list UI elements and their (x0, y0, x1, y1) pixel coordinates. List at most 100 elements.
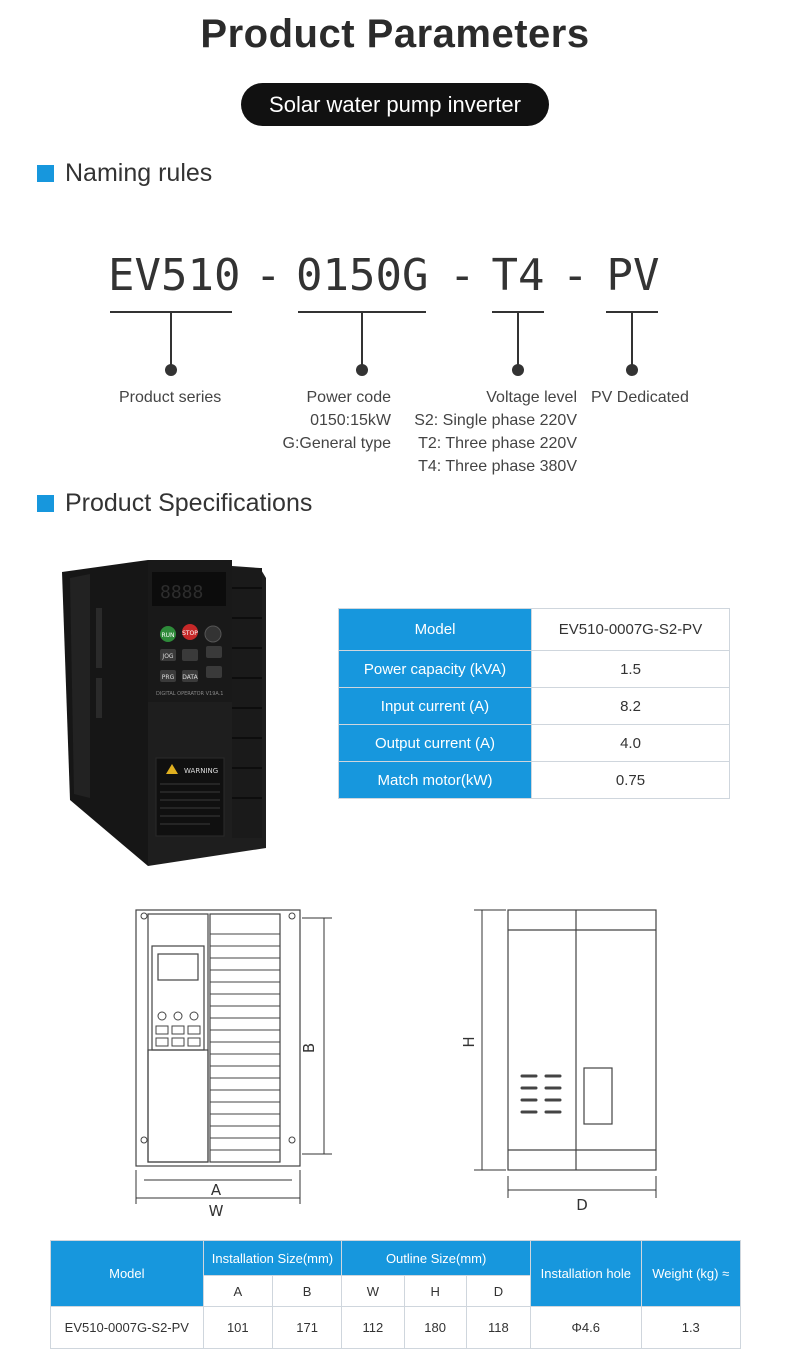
warning-fineprint (160, 783, 220, 825)
voltage-connector (517, 313, 519, 368)
series-connector (170, 313, 172, 368)
series-description: Product series (119, 389, 222, 406)
spec-value: 1.5 (531, 650, 730, 688)
prg-button (160, 670, 176, 682)
code-power: 0150G (296, 250, 429, 301)
code-dash-3: - (562, 250, 589, 301)
product-specifications-label: Product Specifications (65, 488, 313, 517)
warning-text: WARNING (184, 767, 218, 775)
side-dimension-drawing: H D (460, 909, 657, 1214)
model-header: Model (50, 1240, 204, 1307)
row-hole: Φ4.6 (530, 1306, 642, 1349)
sub-header-h: H (403, 1275, 467, 1307)
pv-connector (631, 313, 633, 368)
spec-value: 0.75 (531, 761, 730, 799)
code-voltage: T4 (491, 250, 545, 301)
front-dimension-drawing: B A W (135, 909, 332, 1220)
warning-triangle-icon (166, 764, 178, 774)
spec-value: 4.0 (531, 724, 730, 762)
voltage-line: T2: Three phase 220V (418, 435, 577, 452)
dimension-h-label: H (460, 1036, 478, 1047)
jog-label: JOG (161, 653, 173, 660)
naming-rules-label: Naming rules (65, 158, 213, 187)
voltage-underline (492, 311, 544, 313)
table-row: EV510-0007G-S2-PV 101 171 112 180 118 Φ4… (50, 1306, 742, 1349)
dimension-a-label: A (211, 1181, 222, 1199)
install-size-header: Installation Size(mm) (202, 1240, 343, 1276)
inverter-fin-column (232, 568, 262, 838)
voltage-dot (512, 364, 524, 376)
pv-description: PV Dedicated (591, 389, 689, 406)
series-dot (165, 364, 177, 376)
row-a: 101 (202, 1306, 273, 1349)
power-underline (298, 311, 426, 313)
product-specifications-heading: Product Specifications (37, 488, 312, 518)
side-outline (507, 909, 657, 1171)
data-label: DATA (182, 674, 198, 681)
mount-hole-icon (288, 912, 296, 920)
power-line: G:General type (282, 435, 392, 452)
code-dash-2: - (449, 250, 476, 301)
voltage-line: S2: Single phase 220V (414, 412, 577, 429)
series-underline (110, 311, 232, 313)
inverter-photo: 8888 RUN STOP JOG PRG DATA DIGITAL OPERA… (62, 560, 266, 866)
sub-header-a: A (202, 1275, 273, 1307)
table-header-row: Model Installation Size(mm) Outline Size… (50, 1240, 742, 1307)
code-series: EV510 (108, 250, 241, 301)
prg-label: PRG (162, 674, 175, 681)
led-display (152, 572, 226, 606)
table-row: Power capacity (kVA) 1.5 (338, 650, 730, 688)
side-dimension-lines (474, 909, 657, 1198)
data-button (182, 670, 198, 682)
front-fin-area (209, 913, 281, 1163)
front-outline (135, 909, 301, 1167)
spec-label: Match motor(kW) (338, 761, 532, 799)
page-title: Product Parameters (200, 12, 590, 56)
spec-label: Power capacity (kVA) (338, 650, 532, 688)
voltage-line: T4: Three phase 380V (418, 458, 577, 475)
table-subheader-row: A B W H D (51, 1275, 741, 1307)
section-marker-icon (37, 494, 54, 512)
sub-header-d: D (465, 1275, 532, 1307)
up-button (206, 646, 222, 658)
install-hole-header: Installation hole (530, 1240, 642, 1307)
mount-hole-icon (140, 1136, 148, 1144)
power-dot (356, 364, 368, 376)
row-model: EV510-0007G-S2-PV (50, 1306, 204, 1349)
dial-knob (204, 625, 222, 643)
mount-hole-icon (140, 912, 148, 920)
warning-label (155, 757, 225, 837)
code-pv: PV (606, 250, 660, 301)
power-connector (361, 313, 363, 368)
pv-underline (606, 311, 658, 313)
code-dash-1: - (255, 250, 282, 301)
spec-label: Model (338, 608, 532, 651)
power-description: Power code 0150:15kW G:General type (250, 386, 392, 455)
spec-value: 8.2 (531, 687, 730, 725)
sub-header-b: B (271, 1275, 343, 1307)
table-row: Input current (A) 8.2 (338, 687, 730, 725)
sub-header-w: W (341, 1275, 405, 1307)
spec-table: Model EV510-0007G-S2-PV Power capacity (… (338, 608, 730, 799)
side-vents (520, 1074, 562, 1114)
run-button (160, 626, 176, 642)
spec-label: Input current (A) (338, 687, 532, 725)
row-d: 118 (465, 1306, 532, 1349)
row-weight: 1.3 (640, 1306, 742, 1349)
stop-button (182, 624, 198, 640)
power-line: 0150:15kW (310, 412, 391, 429)
jog-button (160, 649, 176, 661)
inverter-side-shade (70, 574, 90, 798)
section-marker-icon (37, 164, 54, 182)
front-display (157, 953, 199, 981)
front-dimension-lines (135, 917, 332, 1204)
voltage-line: Voltage level (486, 389, 577, 406)
row-b: 171 (271, 1306, 343, 1349)
shift-button (182, 649, 198, 661)
operator-label: DIGITAL OPERATOR V19A.1 (156, 691, 224, 697)
spec-label: Output current (A) (338, 724, 532, 762)
dimension-b-label: B (300, 1043, 318, 1053)
spec-value: EV510-0007G-S2-PV (531, 608, 730, 651)
mount-hole-icon (288, 1136, 296, 1144)
front-fins (210, 933, 280, 1151)
